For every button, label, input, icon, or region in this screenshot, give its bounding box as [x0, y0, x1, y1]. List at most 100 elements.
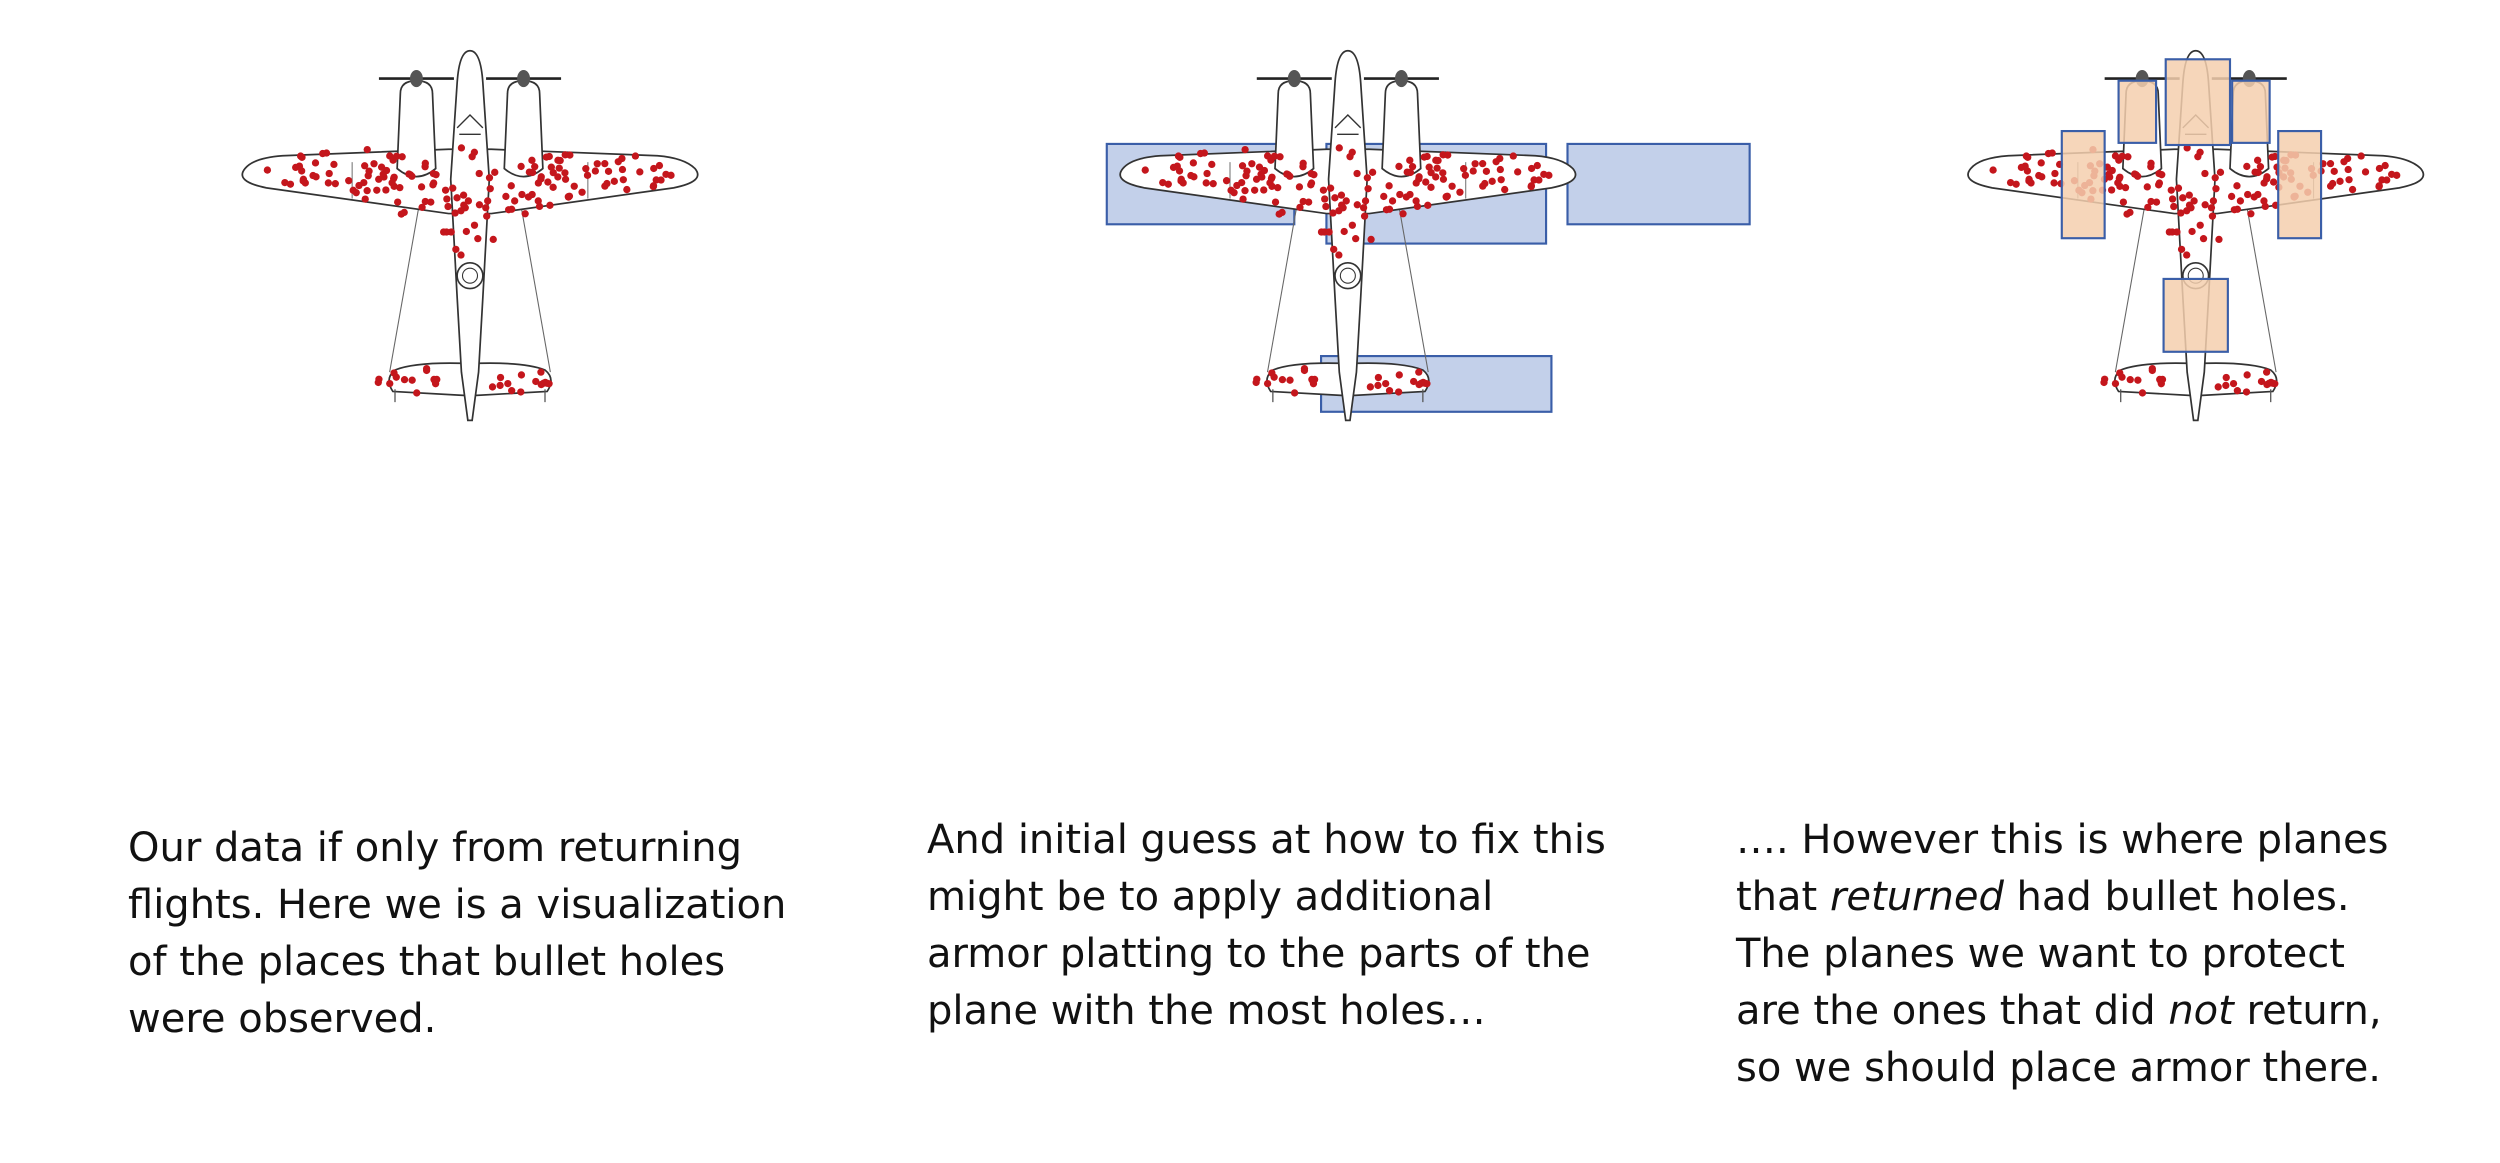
bullet-hole-icon: [1488, 177, 1496, 185]
bullet-hole-icon: [2144, 203, 2152, 211]
bullet-hole-icon: [431, 377, 439, 385]
bullet-hole-icon: [631, 152, 640, 160]
bullet-hole-icon: [545, 152, 553, 161]
brace-line: [1266, 189, 1301, 373]
plane-diagram-observed: [241, 49, 699, 422]
bullet-hole-icon: [2105, 170, 2113, 178]
bullet-hole-icon: [2375, 182, 2383, 190]
brace-line: [2243, 189, 2277, 373]
bullet-hole-icon: [2214, 383, 2222, 391]
bullet-hole-icon: [2012, 180, 2020, 188]
bullet-hole-icon: [1252, 175, 1261, 183]
bullet-hole-icon: [1331, 194, 1339, 202]
bullet-hole-icon: [564, 193, 572, 201]
bullet-hole-icon: [2134, 376, 2142, 384]
bullet-hole-icon: [561, 169, 569, 177]
bullet-hole-icon: [2209, 197, 2218, 205]
bullet-hole-icon: [1278, 376, 1287, 384]
bullet-hole-icon: [2227, 192, 2236, 201]
bullet-hole-icon: [470, 221, 479, 229]
bullet-hole-icon: [1309, 377, 1317, 385]
bullet-hole-icon: [1290, 389, 1299, 397]
bullet-hole-icon: [324, 179, 332, 187]
bullet-hole-icon: [1497, 176, 1505, 184]
bullet-hole-icon: [655, 161, 664, 170]
bullet-hole-icon: [1305, 198, 1313, 206]
bullet-hole-icon: [482, 204, 490, 212]
bullet-hole-icon: [2035, 171, 2043, 180]
bullet-hole-icon: [1527, 164, 1536, 173]
bullet-hole-icon: [1396, 190, 1404, 199]
bullet-hole-icon: [517, 388, 525, 396]
brace-line: [389, 189, 423, 373]
bullet-hole-icon: [2167, 186, 2175, 194]
bullet-hole-icon: [475, 169, 483, 178]
bullet-hole-icon: [1271, 198, 1280, 206]
bullet-hole-icon: [374, 378, 382, 387]
bullet-hole-icon: [2177, 209, 2185, 217]
armor-region-orange: [2117, 79, 2158, 144]
bullet-hole-icon: [2194, 153, 2202, 161]
bullet-hole-icon: [453, 194, 461, 202]
propeller-hub: [1287, 70, 1301, 88]
cockpit-frame: [1334, 114, 1362, 135]
bullet-hole-icon: [504, 379, 512, 388]
bullet-hole-icon: [603, 179, 611, 188]
bullet-hole-icon: [1388, 197, 1397, 205]
bullet-hole-icon: [1203, 169, 1211, 178]
bullet-hole-icon: [375, 175, 383, 183]
bullet-hole-icon: [2383, 176, 2391, 184]
bullet-hole-icon: [546, 201, 554, 209]
bullet-hole-icon: [296, 152, 305, 160]
propeller-hub: [410, 70, 423, 88]
bullet-hole-icon: [2111, 379, 2120, 388]
bullet-hole-icon: [263, 166, 272, 174]
bullet-hole-icon: [462, 227, 471, 236]
bullet-hole-icon: [1141, 166, 1149, 174]
bullet-hole-icon: [1469, 167, 1477, 175]
caption-line: so we should place armor there.: [1736, 1045, 2382, 1091]
caption-line: that returned had bullet holes.: [1736, 874, 2350, 920]
bullet-hole-icon: [525, 168, 533, 176]
bullet-hole-icon: [429, 169, 437, 178]
bullet-hole-icon: [379, 170, 387, 178]
bullet-hole-icon: [1241, 187, 1249, 195]
bullet-hole-icon: [1410, 377, 1418, 386]
bullet-hole-icon: [1267, 156, 1275, 164]
bullet-hole-icon: [1248, 160, 1256, 168]
caption-line: are the ones that did not return,: [1736, 988, 2382, 1034]
bullet-hole-icon: [400, 208, 408, 217]
bullet-hole-icon: [2330, 167, 2338, 175]
caption-line: might be to apply additional: [927, 874, 1494, 920]
bullet-hole-icon: [1283, 170, 1291, 178]
bullet-hole-icon: [528, 190, 536, 199]
bullet-hole-icon: [2222, 381, 2230, 390]
bullet-hole-icon: [2244, 190, 2252, 199]
bullet-hole-icon: [2336, 177, 2344, 185]
bullet-hole-icon: [2229, 379, 2238, 388]
bullet-hole-icon: [1540, 170, 1548, 178]
bullet-hole-icon: [1202, 179, 1210, 187]
bullet-hole-icon: [451, 209, 459, 217]
bullet-hole-icon: [2116, 369, 2124, 377]
bullet-hole-icon: [2357, 152, 2365, 160]
bullet-hole-icon: [1427, 183, 1435, 191]
bullet-hole-icon: [649, 182, 658, 190]
armor-region-orange: [2277, 130, 2323, 240]
bullet-hole-icon: [511, 197, 519, 205]
bullet-hole-icon: [2025, 175, 2033, 183]
bullet-hole-icon: [2242, 388, 2251, 396]
bullet-hole-icon: [554, 173, 562, 181]
bullet-hole-icon: [361, 195, 369, 203]
bullet-hole-icon: [2126, 376, 2134, 384]
bullet-hole-icon: [1319, 186, 1328, 194]
bullet-hole-icon: [457, 144, 466, 152]
bullet-hole-icon: [1169, 163, 1178, 172]
bullet-hole-icon: [1535, 176, 1543, 184]
brace-line: [517, 189, 551, 373]
bullet-hole-icon: [2201, 169, 2209, 178]
bullet-hole-icon: [1239, 195, 1247, 203]
bullet-hole-icon: [1208, 160, 1216, 169]
bullet-hole-icon: [2115, 156, 2123, 164]
bullet-hole-icon: [1278, 208, 1286, 217]
